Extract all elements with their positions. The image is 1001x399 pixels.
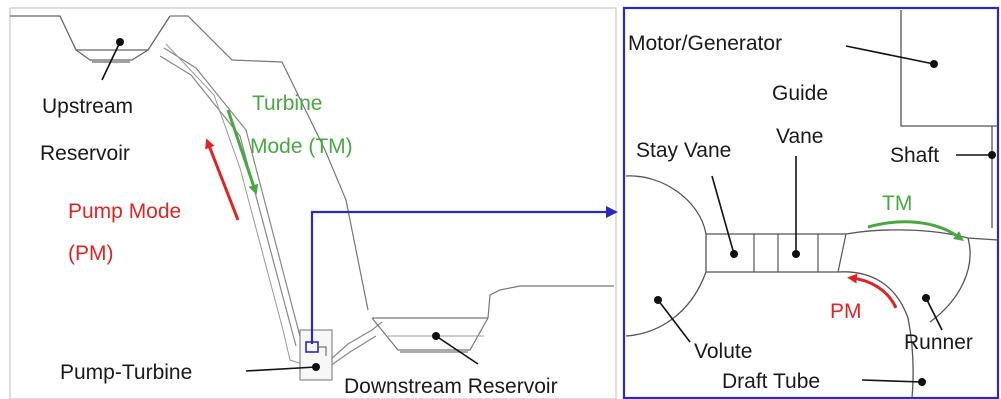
turbine-mode-label-1: Turbine (252, 92, 322, 115)
motor-generator-housing (900, 10, 998, 127)
penstock-inner (159, 55, 297, 347)
stay-vane-label: Stay Vane (636, 139, 731, 162)
mountain-left-slope (165, 43, 303, 365)
upstream-label-1: Upstream (42, 95, 133, 118)
pump-mode-label-2: (PM) (68, 242, 114, 265)
vane-passage (705, 233, 846, 273)
volute-shape (625, 175, 707, 337)
pump-mode-arrow (205, 138, 240, 221)
shaft-label: Shaft (890, 144, 939, 167)
upstream-terrain (10, 15, 171, 51)
pump-turbine-label: Pump-Turbine (60, 361, 192, 384)
zoom-connector (310, 206, 618, 344)
motor-generator-label: Motor/Generator (628, 32, 782, 55)
turbine-mode-arrow (226, 109, 259, 195)
guide-vane-label-2: Vane (776, 125, 824, 148)
runner-label: Runner (904, 331, 973, 354)
upstream-label-2: Reservoir (40, 142, 130, 165)
tm-label: TM (882, 192, 912, 215)
runner-crown (845, 229, 999, 241)
right-panel-frame (622, 6, 1000, 399)
left-panel: Upstream Reservoir Turbine Mode (TM) Pum… (9, 7, 617, 399)
right-panel: Motor/Generator Guide Vane Stay Vane Sha… (622, 6, 1000, 399)
downstream-terrain (372, 285, 614, 319)
draft-tube-label: Draft Tube (722, 370, 820, 393)
penstock-outer (163, 47, 303, 345)
pm-label: PM (830, 300, 862, 323)
downstream-basin (371, 317, 489, 353)
guide-vane-label-1: Guide (772, 82, 828, 105)
pump-mode-label-1: Pump Mode (68, 200, 181, 223)
pump-turbine-box (299, 329, 333, 381)
turbine-mode-label-2: Mode (TM) (250, 135, 353, 158)
left-panel-frame (9, 7, 617, 399)
draft-tube-shape (837, 271, 914, 399)
pm-arrow (847, 273, 898, 309)
tm-arrow (867, 220, 965, 241)
mountain-outline (170, 15, 369, 311)
volute-label: Volute (694, 340, 752, 363)
downstream-label: Downstream Reservoir (344, 375, 558, 398)
tailrace (329, 321, 383, 367)
runner-outline (929, 237, 971, 323)
